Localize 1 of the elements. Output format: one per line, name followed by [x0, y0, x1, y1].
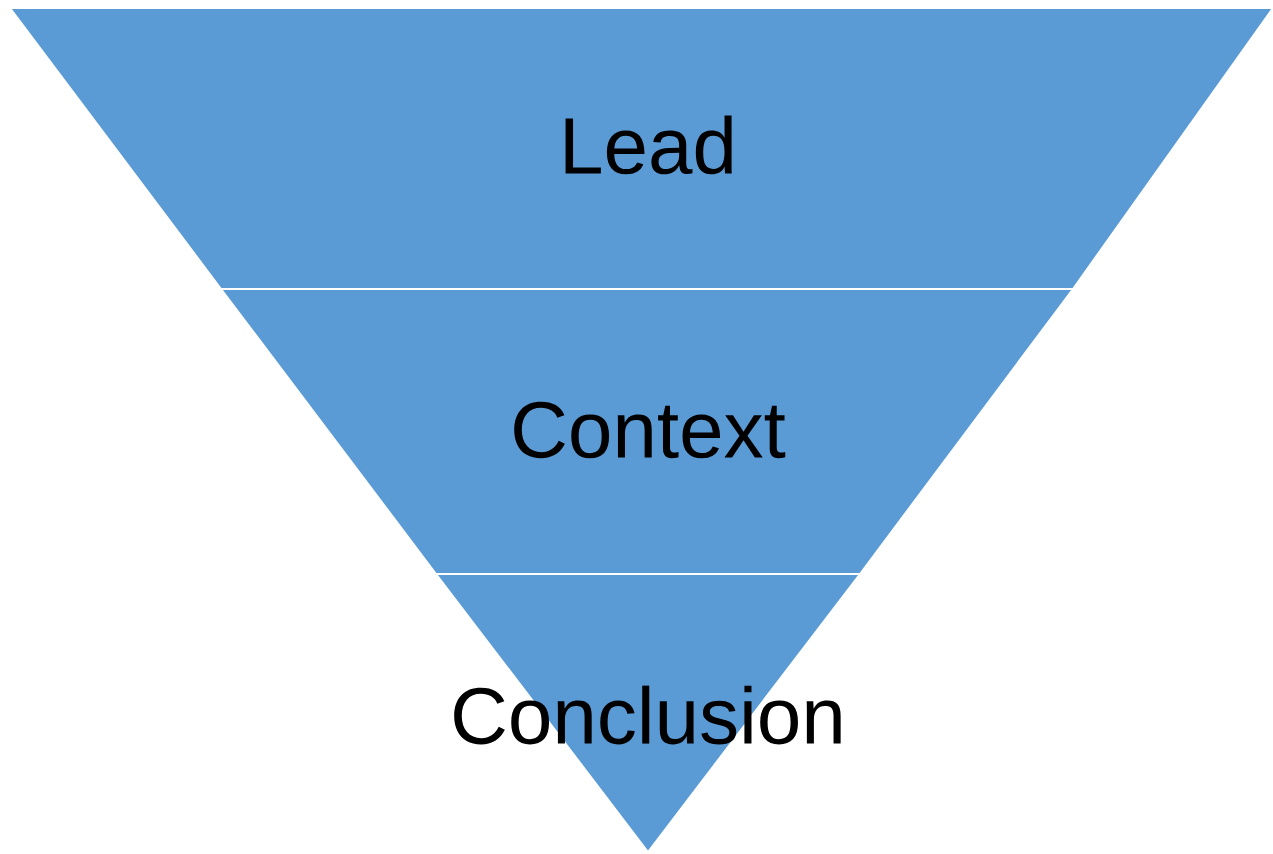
- node-label: Lead: [565, 115, 732, 175]
